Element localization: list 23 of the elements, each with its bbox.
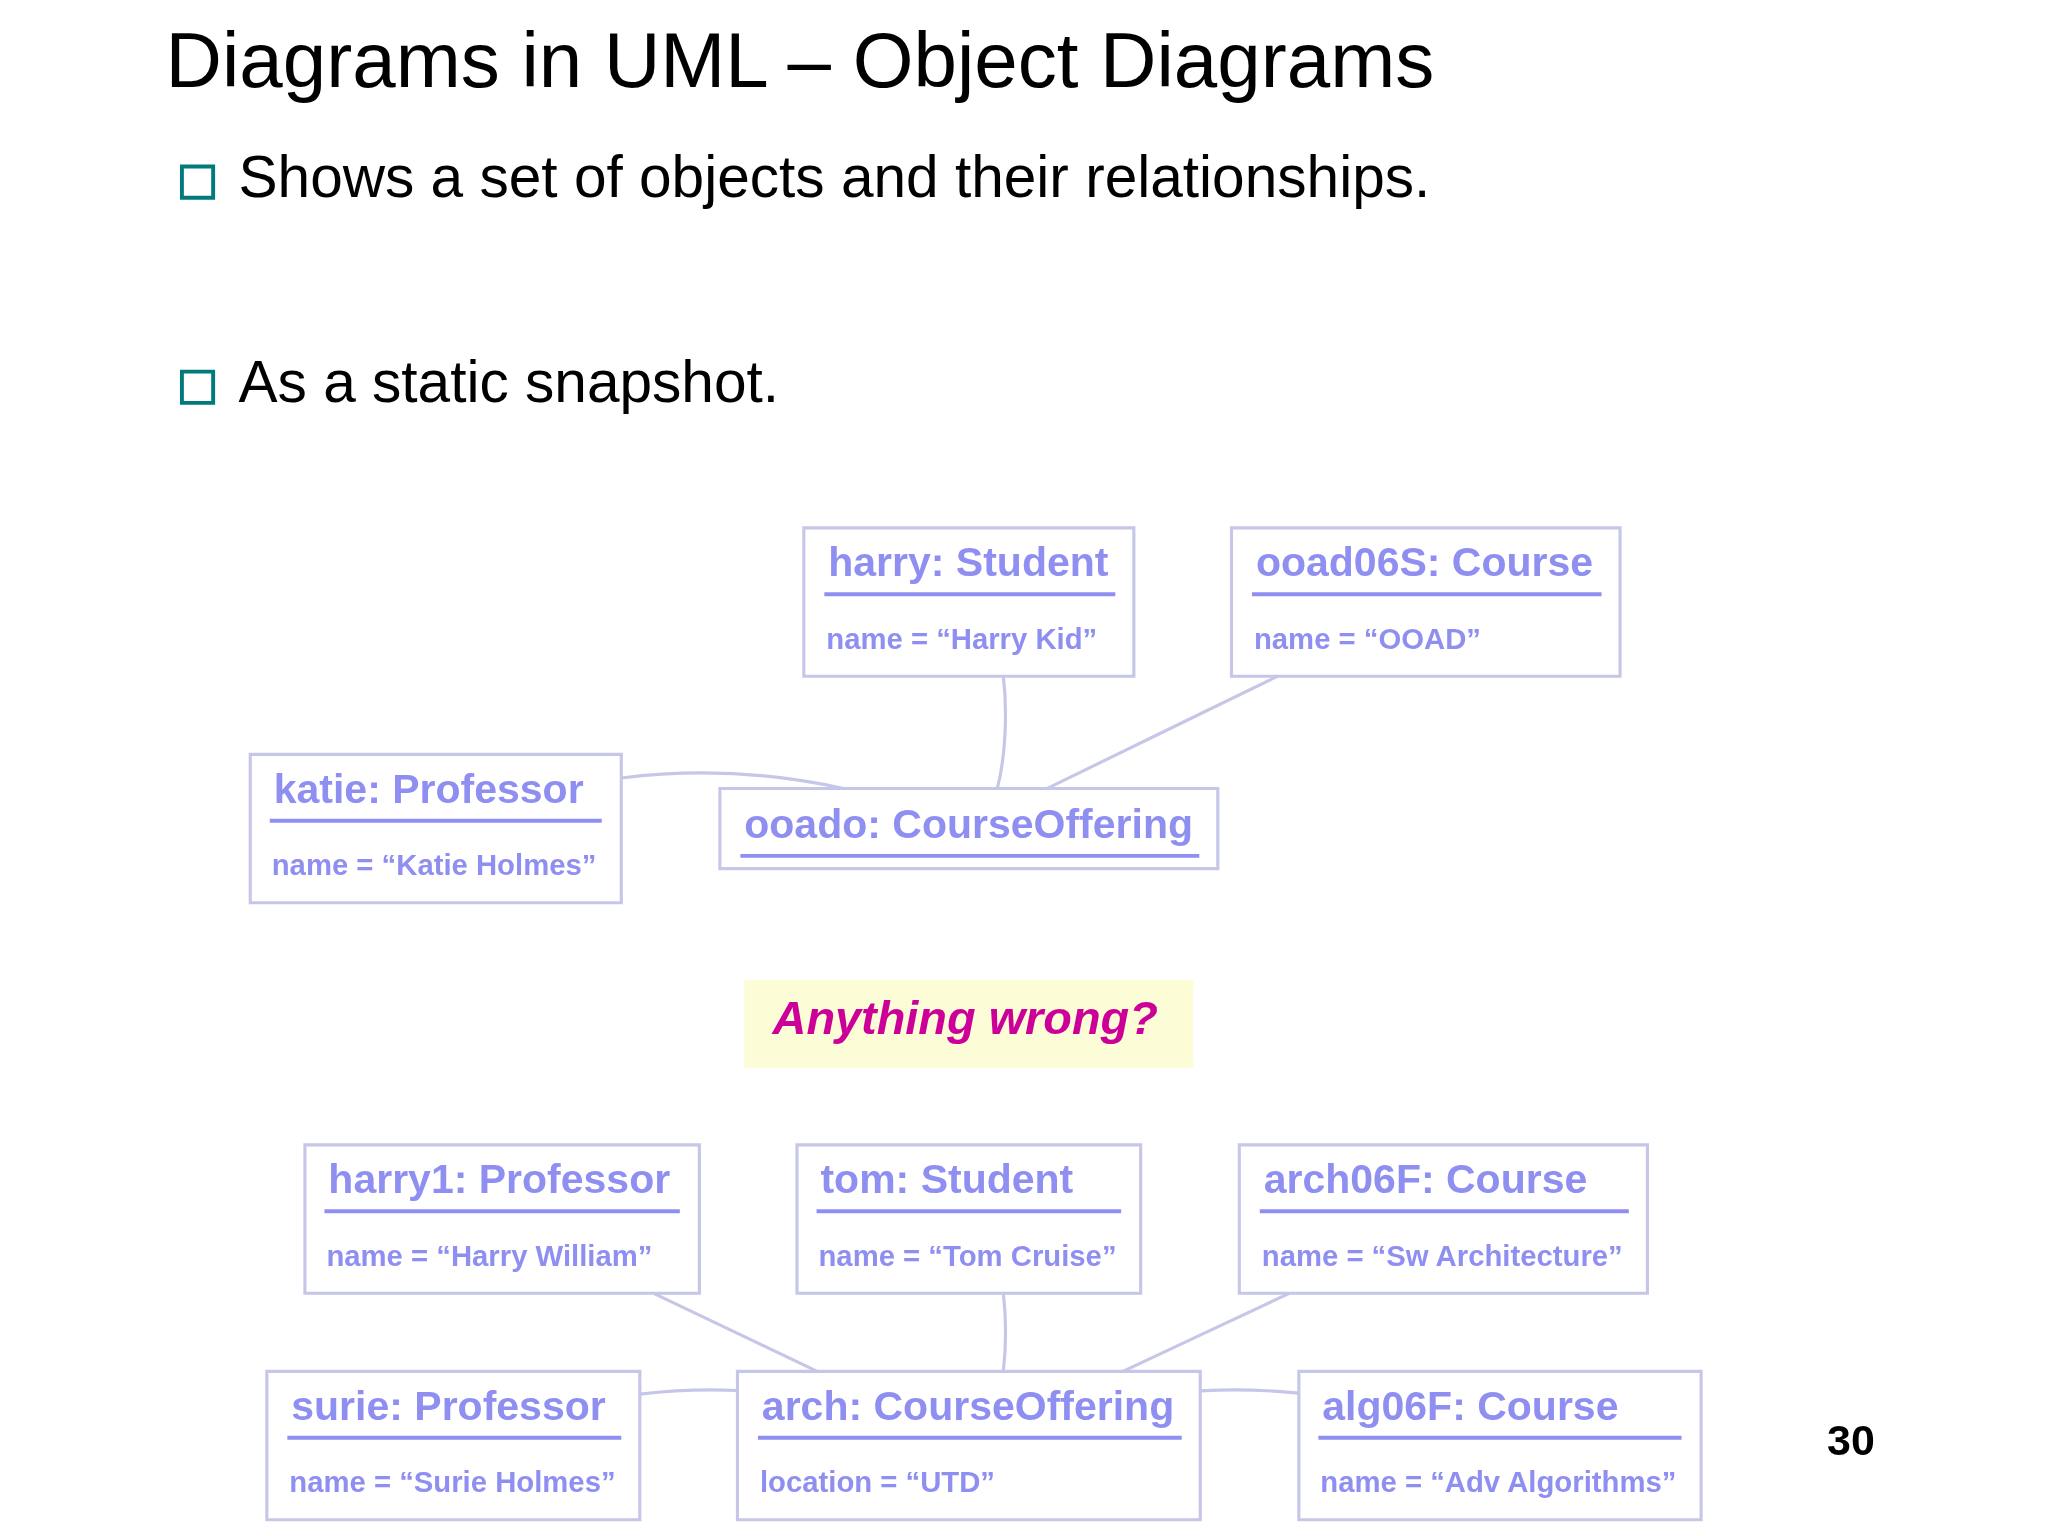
node-box: ooad06S: Course name = “OOAD”	[1229, 526, 1622, 678]
connector	[1200, 1388, 1298, 1395]
node-box: surie: Professor name = “Surie Holmes”	[264, 1369, 641, 1522]
connector	[1046, 674, 1278, 790]
diagram-title: Diagrams in UML – Object Diagrams	[165, 15, 1434, 104]
connector	[620, 771, 844, 790]
node-box: alg06F: Course name = “Adv Algorithms”	[1296, 1369, 1703, 1522]
node-box: arch: CourseOffering location = “UTD”	[735, 1369, 1202, 1522]
node-box: harry: Student name = “Harry Kid”	[801, 526, 1135, 678]
connector	[1001, 1293, 1007, 1372]
connector	[1121, 1291, 1290, 1373]
node-box: ooado: CourseOffering	[717, 786, 1219, 871]
label: Shows a set of objects and their relationships.	[238, 143, 1430, 209]
connector	[639, 1388, 737, 1396]
label: 30	[1826, 1415, 1875, 1464]
connector	[995, 676, 1007, 789]
node-box: tom: Student name = “Tom Cruise”	[794, 1143, 1142, 1295]
node-box: Anything wrong?	[743, 979, 1193, 1068]
node-box: harry1: Professor name = “Harry William”	[302, 1143, 701, 1295]
connector	[652, 1291, 818, 1373]
label: As a static snapshot.	[238, 348, 779, 414]
node-box: arch06F: Course name = “Sw Architecture”	[1237, 1143, 1649, 1295]
node-box: katie: Professor name = “Katie Holmes”	[248, 752, 623, 905]
